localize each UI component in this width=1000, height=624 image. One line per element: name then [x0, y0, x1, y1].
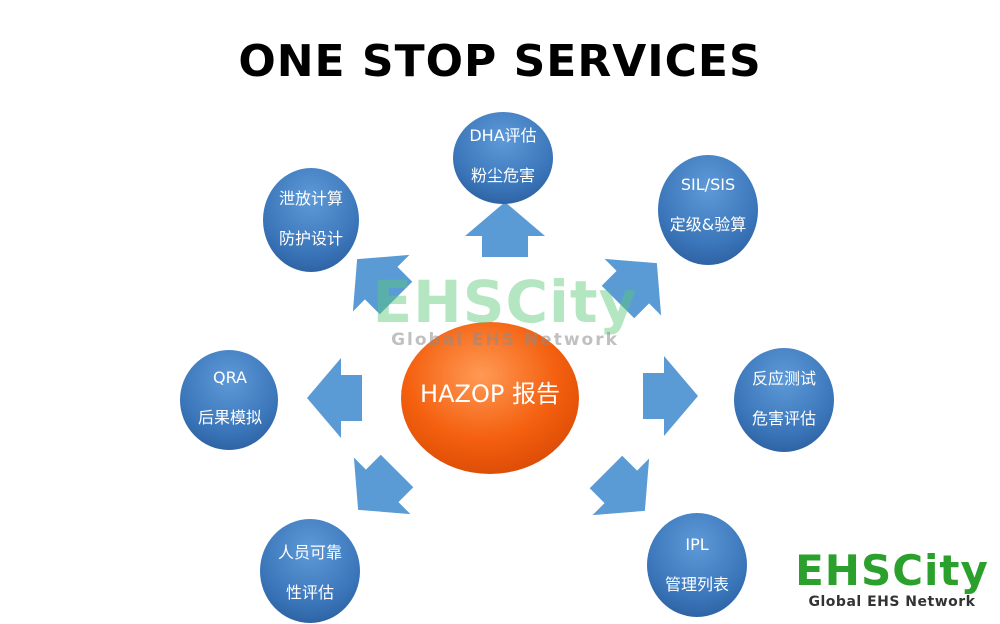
- node-relief: [263, 168, 359, 272]
- arrow-up: [465, 202, 545, 257]
- node-qra: [180, 350, 278, 450]
- arrow-left: [307, 358, 362, 438]
- arrow-lower-left: [329, 442, 426, 539]
- node-dha-label: DHA评估粉尘危害: [469, 126, 537, 185]
- arrow-upper-right: [589, 234, 686, 331]
- node-reaction-test-label: 反应测试危害评估: [751, 369, 816, 428]
- node-ipl: [647, 513, 747, 617]
- center-node: [401, 322, 579, 474]
- node-sil-sis: [658, 155, 758, 265]
- page-title: ONE STOP SERVICES: [238, 36, 762, 87]
- node-reaction-test: [734, 348, 834, 452]
- logo-tagline: Global EHS Network: [808, 594, 976, 610]
- ehscity-logo: EHSCity Global EHS Network: [794, 546, 990, 611]
- node-hra: [260, 519, 360, 623]
- arrow-right: [643, 356, 698, 436]
- node-dha: [453, 112, 553, 204]
- logo-brand: EHSCity: [795, 546, 989, 595]
- node-hra-label: 人员可靠性评估: [277, 543, 342, 602]
- center-node-label: HAZOP 报告: [420, 380, 560, 408]
- node-relief-label: 泄放计算防护设计: [278, 189, 343, 248]
